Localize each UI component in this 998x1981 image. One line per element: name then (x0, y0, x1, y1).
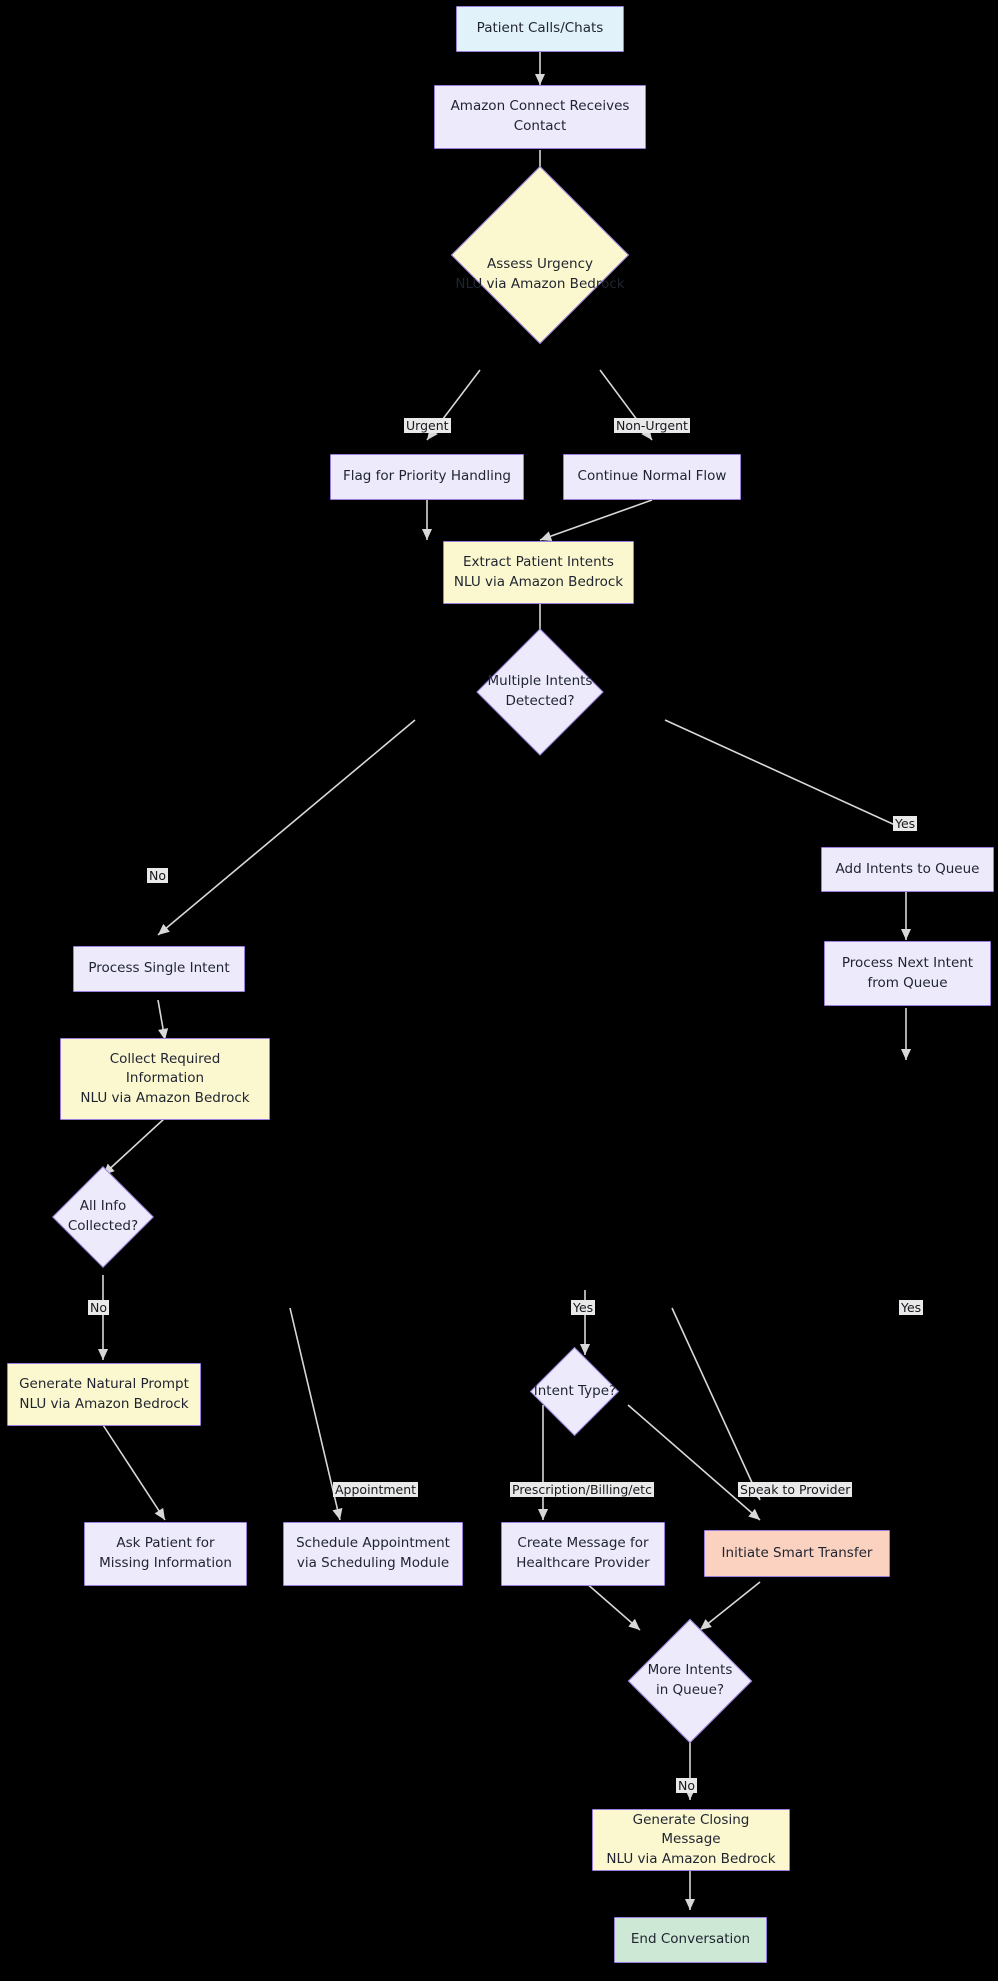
node-label: Collect Required Information NLU via Ama… (80, 1050, 250, 1106)
node-add-intents-queue[interactable]: Add Intents to Queue (821, 847, 994, 892)
node-label: Add Intents to Queue (835, 860, 980, 877)
edge-label-no-all-info: No (88, 1300, 109, 1315)
node-label: End Conversation (630, 1931, 751, 1948)
edge-label-appointment: Appointment (333, 1482, 419, 1497)
node-more-intents-queue[interactable] (627, 1618, 753, 1744)
node-generate-prompt[interactable]: Generate Natural Prompt NLU via Amazon B… (7, 1363, 201, 1426)
node-intent-type[interactable] (529, 1346, 620, 1437)
node-extract-intents[interactable]: Extract Patient Intents NLU via Amazon B… (443, 541, 634, 604)
node-label: Amazon Connect Receives Contact (450, 98, 630, 134)
node-label: Ask Patient for Missing Information (99, 1535, 232, 1571)
node-label: Initiate Smart Transfer (721, 1544, 873, 1561)
node-collect-required[interactable]: Collect Required Information NLU via Ama… (60, 1038, 270, 1120)
node-all-info-collected[interactable] (52, 1166, 154, 1268)
node-label: Extract Patient Intents NLU via Amazon B… (453, 553, 624, 590)
edge-label-yes-multiple: Yes (893, 816, 918, 831)
node-label: Flag for Priority Handling (342, 468, 512, 485)
edge-label-prescription: Prescription/Billing/etc (510, 1482, 654, 1497)
node-label: Process Single Intent (88, 960, 230, 977)
node-ask-patient[interactable]: Ask Patient for Missing Information (84, 1522, 247, 1586)
node-flag-priority[interactable]: Flag for Priority Handling (330, 454, 524, 500)
node-amazon-connect[interactable]: Amazon Connect Receives Contact (434, 85, 646, 149)
node-initiate-transfer[interactable]: Initiate Smart Transfer (704, 1530, 890, 1577)
node-label: Patient Calls/Chats (476, 20, 604, 37)
edge-label-speak-provider: Speak to Provider (738, 1482, 853, 1497)
node-process-single-intent[interactable]: Process Single Intent (73, 946, 245, 992)
edge-label-yes-right: Yes (899, 1300, 924, 1315)
node-generate-closing[interactable]: Generate Closing Message NLU via Amazon … (592, 1809, 790, 1871)
edge-label-no-multiple: No (147, 868, 168, 883)
edge-label-non-urgent: Non-Urgent (614, 418, 690, 433)
node-label: Continue Normal Flow (577, 468, 727, 485)
edge-label-yes-all-info: Yes (571, 1300, 596, 1315)
node-label: Process Next Intent from Queue (841, 954, 974, 991)
edge-label-no-more-intents: No (676, 1778, 697, 1793)
node-create-message[interactable]: Create Message for Healthcare Provider (501, 1522, 665, 1586)
node-schedule-appointment[interactable]: Schedule Appointment via Scheduling Modu… (283, 1522, 463, 1586)
node-label: Schedule Appointment via Scheduling Modu… (296, 1535, 450, 1571)
node-label: Generate Closing Message NLU via Amazon … (606, 1811, 776, 1867)
node-multiple-intents[interactable] (476, 628, 604, 756)
node-assess-urgency[interactable] (450, 165, 630, 345)
node-continue-normal[interactable]: Continue Normal Flow (563, 454, 741, 500)
edge-label-urgent: Urgent (404, 418, 451, 433)
node-end-conversation[interactable]: End Conversation (614, 1917, 767, 1963)
node-patient-calls[interactable]: Patient Calls/Chats (456, 6, 624, 52)
node-process-next-intent[interactable]: Process Next Intent from Queue (824, 941, 991, 1006)
node-label: Create Message for Healthcare Provider (516, 1535, 650, 1571)
node-label: Generate Natural Prompt NLU via Amazon B… (19, 1375, 189, 1412)
